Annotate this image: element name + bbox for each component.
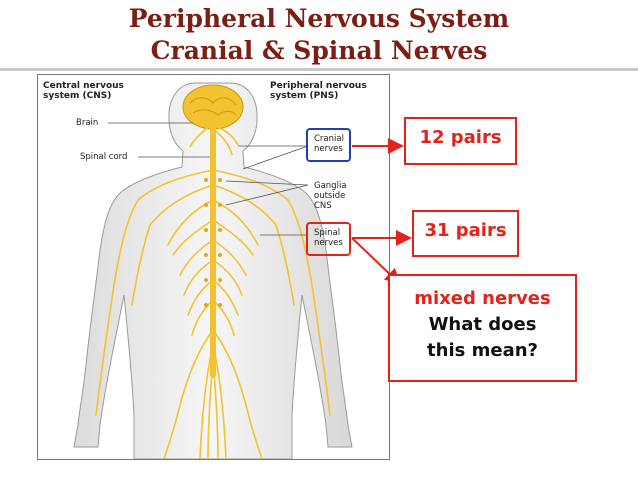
ganglia-dots: [204, 178, 222, 307]
spinal-cord-label: Spinal cord: [80, 152, 128, 162]
question-line-2: this mean?: [427, 340, 538, 361]
title-line-2: Cranial & Spinal Nerves: [150, 36, 488, 65]
cranial-pairs-callout: 12 pairs: [404, 117, 517, 165]
ganglia-label: Ganglia outside CNS: [314, 181, 347, 211]
question-line-1: What does: [428, 314, 537, 335]
spinal-nerves-highlight: [306, 222, 351, 256]
peripheral-nerves: [95, 169, 331, 459]
cranial-nerves-label: Cranial nerves: [314, 134, 344, 154]
nervous-system-diagram: Central nervous system (CNS) Peripheral …: [37, 74, 390, 460]
title-line-1: Peripheral Nervous System: [128, 4, 510, 33]
cns-heading: Central nervous system (CNS): [43, 81, 124, 101]
brain-label: Brain: [76, 118, 99, 128]
mixed-nerves-callout: mixed nerves What does this mean?: [388, 274, 577, 382]
title-divider: [0, 68, 638, 71]
spinal-pairs-callout: 31 pairs: [412, 210, 519, 257]
spinal-pairs-text: 31 pairs: [424, 220, 507, 241]
spinal-nerves-label: Spinal nerves: [314, 228, 343, 248]
mixed-nerves-text: mixed nerves: [414, 288, 551, 309]
cranial-pairs-text: 12 pairs: [419, 127, 502, 148]
pns-heading: Peripheral nervous system (PNS): [270, 81, 367, 101]
body-illustration: [73, 82, 353, 459]
cranial-nerves-highlight: [306, 128, 351, 162]
